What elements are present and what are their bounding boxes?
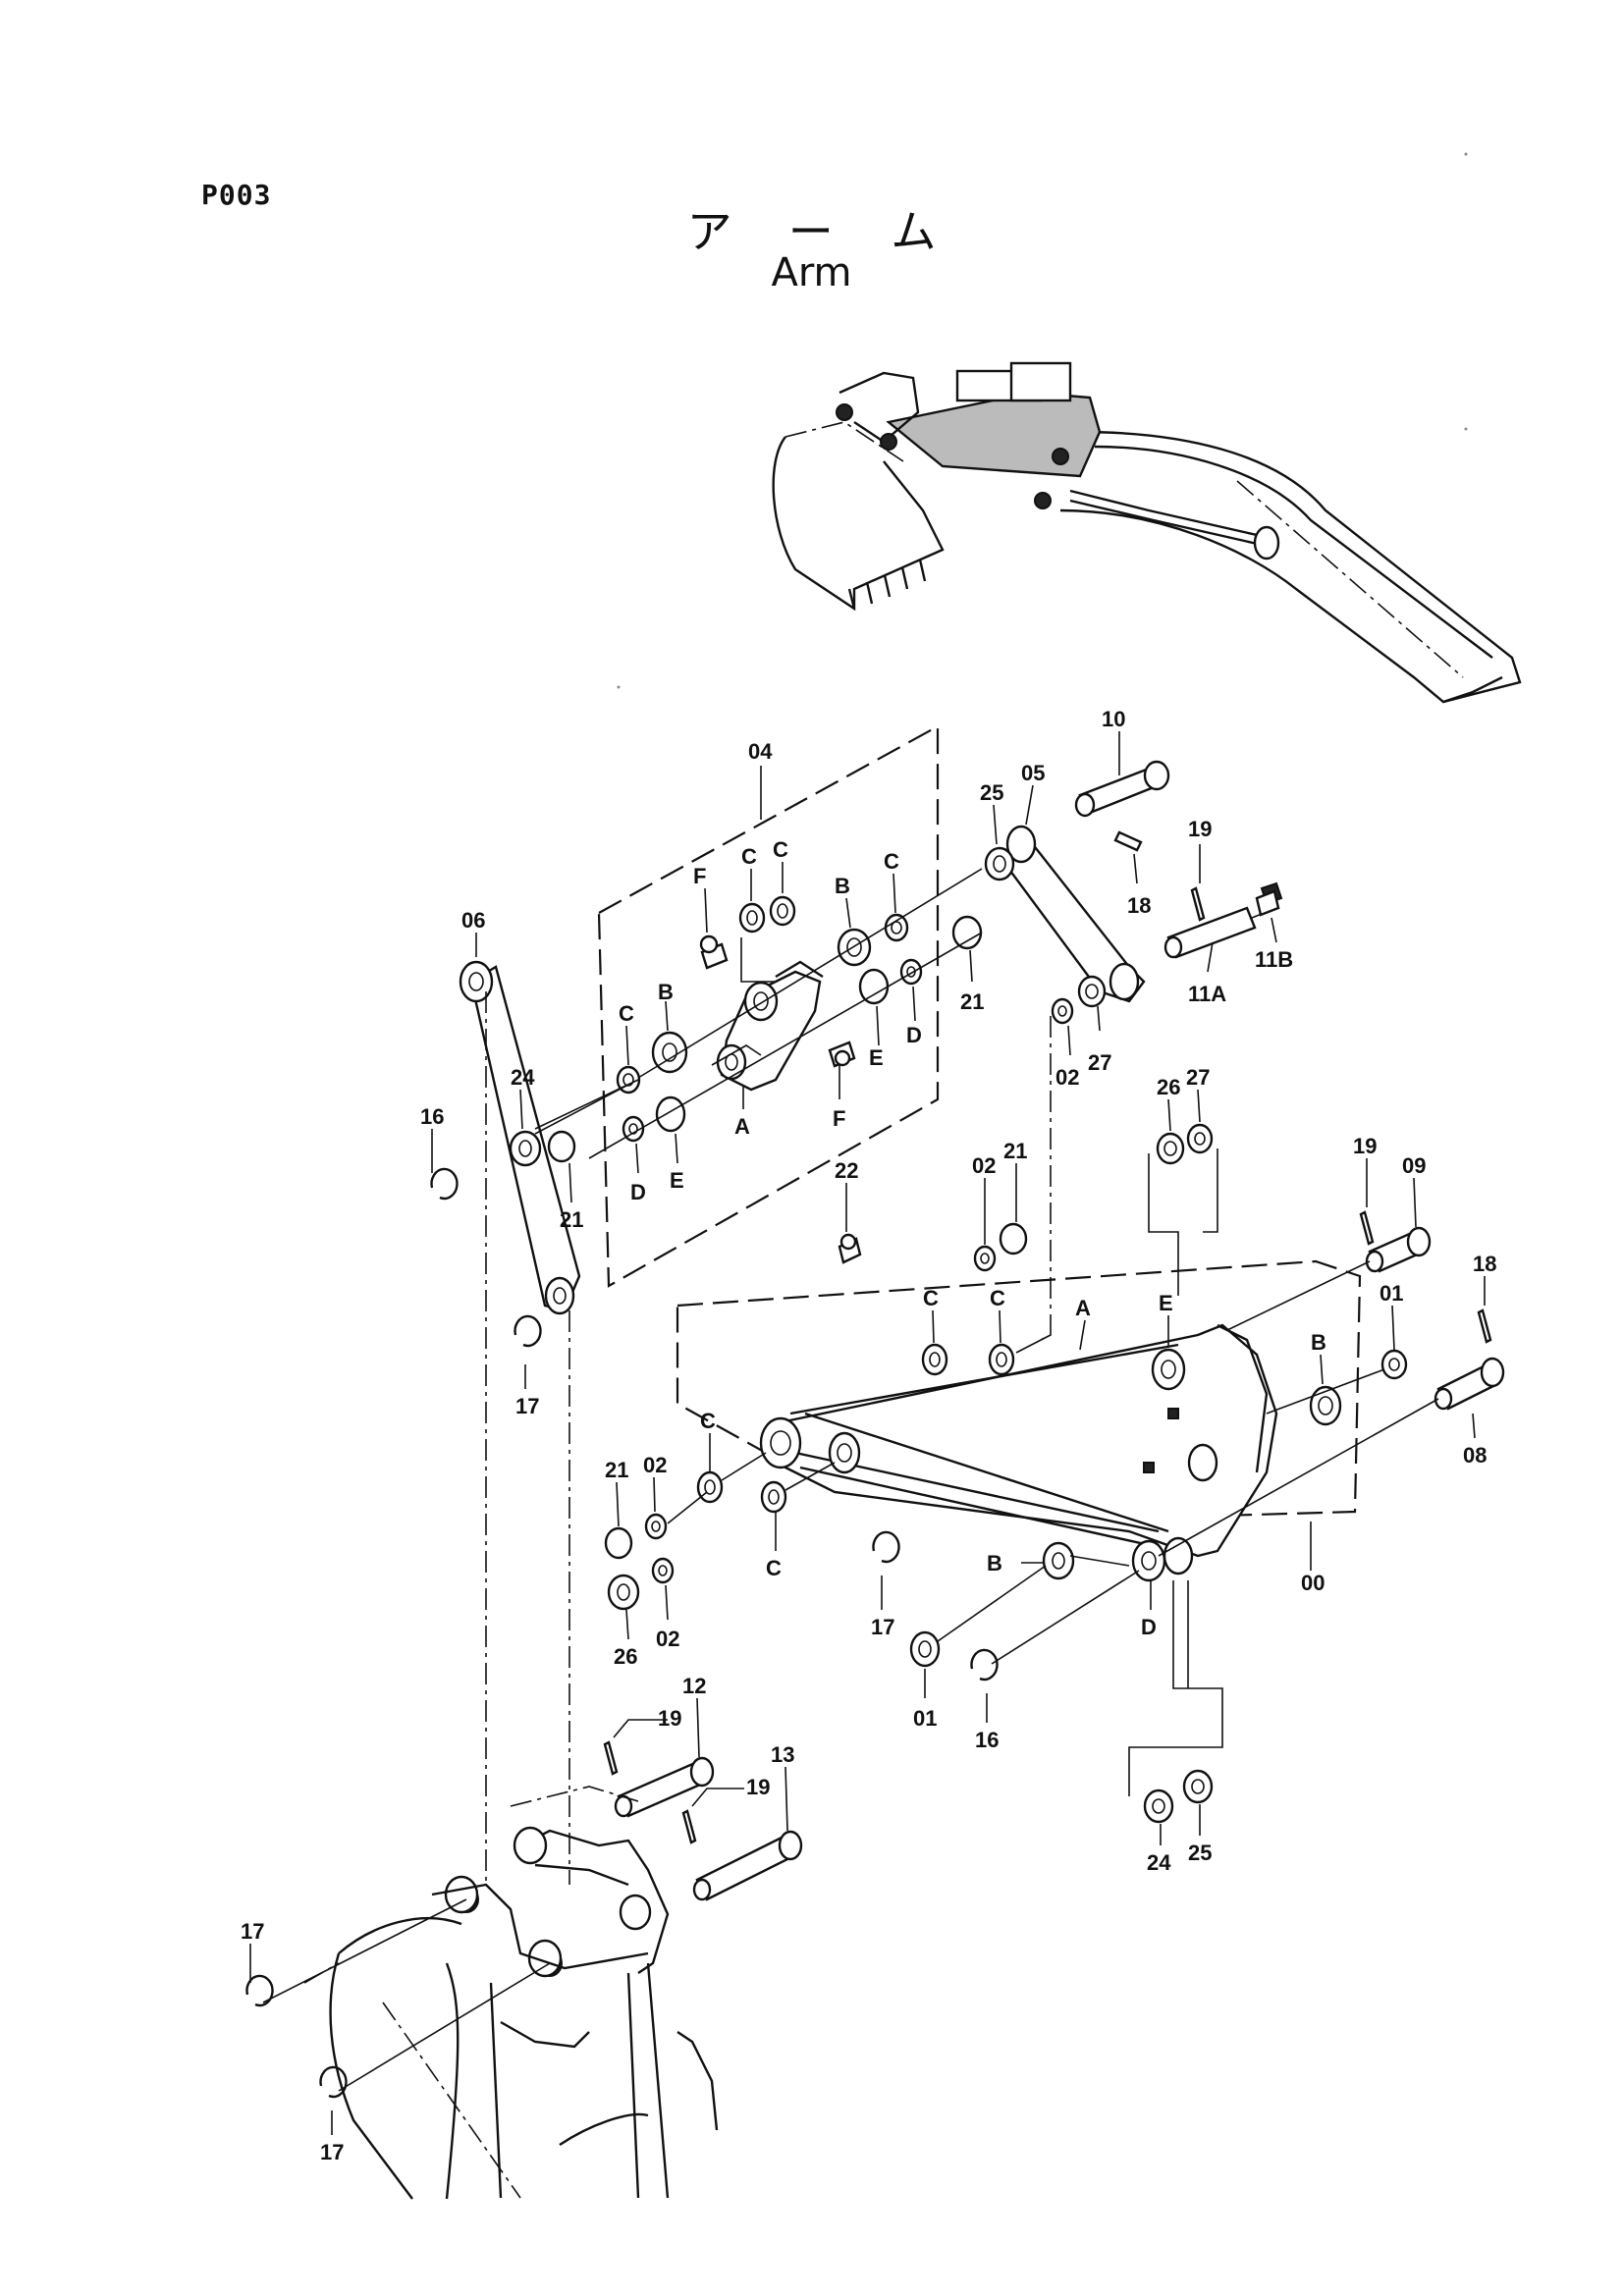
callout-02-top: 02 [1055,1065,1079,1090]
callout-21-middle: 21 [1003,1139,1027,1163]
callout-09: 09 [1402,1153,1426,1178]
callout-E-arm: E [1159,1291,1173,1315]
callout-F-lower: F [833,1106,845,1131]
callout-01-right: 01 [1380,1281,1403,1306]
scan-speck [617,685,621,689]
callout-E-left: E [670,1168,684,1193]
callout-24-left: 24 [511,1065,535,1090]
callout-C-arm-2: C [990,1286,1005,1310]
pins-12-13: 19 12 19 13 [603,1674,803,1901]
callout-19-pin13: 19 [746,1775,770,1799]
callout-C-4: C [619,1001,634,1026]
callout-D-right: D [906,1023,922,1047]
callout-A-arm: A [1075,1296,1091,1320]
group-04-parts: F C C B C A E D [534,837,984,1232]
callout-22: 22 [835,1158,858,1183]
callout-C-2: C [773,837,788,862]
callout-26-right: 26 [1157,1075,1180,1099]
callout-11B: 11B [1255,947,1293,972]
callout-25-top: 25 [980,780,1003,805]
callout-D-left: D [630,1180,646,1204]
callout-C-arm-4: C [766,1556,782,1580]
callout-D-lower: D [1141,1615,1157,1639]
callout-13: 13 [771,1742,794,1767]
arm-body [759,1323,1278,1582]
callout-10: 10 [1102,707,1125,731]
callout-16-left: 16 [420,1104,444,1129]
callout-02-middle: 02 [972,1153,996,1178]
callout-25-bottom: 25 [1188,1841,1212,1865]
callout-08: 08 [1463,1443,1487,1468]
callout-18-right: 18 [1473,1252,1496,1276]
callout-12: 12 [682,1674,706,1698]
callout-19-top: 19 [1188,817,1212,841]
bucket-illustration: 17 17 [241,1786,719,2200]
callout-17-bucket-bottom: 17 [320,2140,344,2164]
callout-21-right: 21 [960,989,984,1014]
title-japanese: アーム [686,205,996,258]
callout-E-right: E [869,1045,884,1070]
callout-17-arm: 17 [871,1615,894,1639]
callout-C-arm-1: C [923,1286,939,1310]
callout-17-left: 17 [515,1394,539,1418]
page-id: P003 [201,179,272,211]
title-english: Arm [771,250,852,295]
callout-C-1: C [741,844,757,869]
callout-18-top: 18 [1127,893,1151,918]
callout-B-top: B [835,874,850,898]
arm-callouts: 22 02 21 26 27 19 09 18 [604,1065,1505,1875]
washers-02-27-top: 02 27 [1040,975,1111,1341]
callout-05: 05 [1021,761,1045,785]
scan-speck [1464,152,1468,156]
callout-F-top: F [693,864,706,888]
scan-speck [1464,427,1468,431]
callout-16-lower: 16 [975,1728,999,1752]
callout-04: 04 [748,739,773,764]
callout-A-bracket: A [734,1114,750,1139]
callout-27-top: 27 [1088,1050,1111,1075]
callout-11A: 11A [1188,982,1226,1006]
link-05: 05 [1000,761,1146,1003]
callout-26-arm: 26 [614,1644,637,1669]
callout-02-arm-top: 02 [643,1453,667,1477]
callout-27-right: 27 [1186,1065,1210,1090]
pins-11A-11B: 19 11A 11B [1163,817,1293,1006]
callout-21-arm: 21 [605,1458,628,1482]
callout-19-right: 19 [1353,1134,1377,1158]
overview-arm-illustration [772,361,1522,704]
pin-10: 10 18 [1074,707,1170,918]
link-06: 06 24 16 17 [420,908,639,1885]
group-00-bracket: 00 [676,1259,1362,1595]
callout-19-pin12: 19 [658,1706,681,1731]
callout-24-bottom: 24 [1147,1850,1171,1875]
callout-B-main-right: B [1311,1330,1326,1355]
callout-02-arm-bottom: 02 [656,1627,679,1651]
callout-06: 06 [461,908,485,933]
washer-25-top: 25 [980,780,1015,881]
callout-C-3: C [884,849,899,874]
callout-01-lower: 01 [913,1706,937,1731]
callout-17-bucket-top: 17 [241,1919,264,1944]
callout-B-left: B [658,980,674,1004]
group-04-bracket: 04 [597,724,940,1288]
callout-B-lower: B [987,1551,1002,1575]
callout-00: 00 [1301,1571,1325,1595]
callout-C-arm-3: C [700,1409,716,1433]
